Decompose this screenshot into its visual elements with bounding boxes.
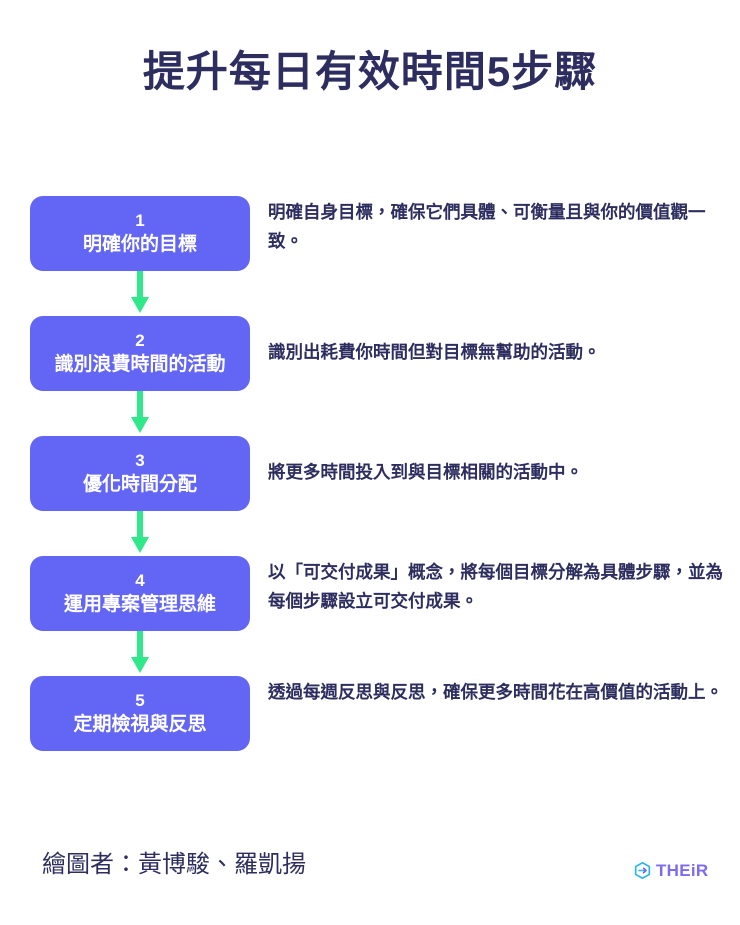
step-label: 識別浪費時間的活動 xyxy=(54,353,226,375)
brand-logo[interactable]: THEiR xyxy=(633,861,709,880)
step-flow: 1 明確你的目標 明確自身目標，確保它們具體、可衡量且與你的價值觀一致。 2 識… xyxy=(0,196,740,751)
step-row: 5 定期檢視與反思 透過每週反思與反思，確保更多時間花在高價值的活動上。 xyxy=(0,676,740,751)
step-description-1: 明確自身目標，確保它們具體、可衡量且與你的價值觀一致。 xyxy=(268,202,706,251)
step-box-2[interactable]: 2 識別浪費時間的活動 xyxy=(30,316,250,391)
step-label: 優化時間分配 xyxy=(82,473,197,495)
step-number: 4 xyxy=(135,570,145,590)
step-box-4[interactable]: 4 運用專案管理思維 xyxy=(30,556,250,631)
arrow-down-icon-4 xyxy=(130,631,150,676)
step-row: 2 識別浪費時間的活動 識別出耗費你時間但對目標無幫助的活動。 xyxy=(0,316,740,391)
step-row: 4 運用專案管理思維 以「可交付成果」概念，將每個目標分解為具體步驟，並為每個步… xyxy=(0,556,740,631)
step-row: 3 優化時間分配 將更多時間投入到與目標相關的活動中。 xyxy=(0,436,740,511)
credits-text: 繪圖者：黃博駿、羅凱揚 xyxy=(42,851,306,878)
connector-gap xyxy=(0,511,740,556)
brand-name: THEiR xyxy=(656,861,709,880)
step-description-2: 識別出耗費你時間但對目標無幫助的活動。 xyxy=(268,342,601,362)
step-row: 1 明確你的目標 明確自身目標，確保它們具體、可衡量且與你的價值觀一致。 xyxy=(0,196,740,271)
arrow-down-icon-2 xyxy=(130,391,150,436)
step-description-3: 將更多時間投入到與目標相關的活動中。 xyxy=(268,462,583,482)
hexagon-arrow-icon xyxy=(633,861,652,880)
step-label: 運用專案管理思維 xyxy=(63,593,216,615)
step-number: 2 xyxy=(135,330,145,350)
step-box-3[interactable]: 3 優化時間分配 xyxy=(30,436,250,511)
step-number: 3 xyxy=(135,450,145,470)
connector-gap xyxy=(0,271,740,316)
page-title: 提升每日有效時間5步驟 xyxy=(142,48,598,95)
step-label: 明確你的目標 xyxy=(82,233,197,255)
step-label: 定期檢視與反思 xyxy=(73,713,207,735)
arrow-down-icon-3 xyxy=(130,511,150,556)
connector-gap xyxy=(0,391,740,436)
step-description-4: 以「可交付成果」概念，將每個目標分解為具體步驟，並為每個步驟設立可交付成果。 xyxy=(268,562,723,611)
step-number: 5 xyxy=(135,690,145,710)
arrow-down-icon-1 xyxy=(130,271,150,316)
step-box-1[interactable]: 1 明確你的目標 xyxy=(30,196,250,271)
step-number: 1 xyxy=(135,210,145,230)
step-box-5[interactable]: 5 定期檢視與反思 xyxy=(30,676,250,751)
step-description-5: 透過每週反思與反思，確保更多時間花在高價值的活動上。 xyxy=(268,682,723,702)
connector-gap xyxy=(0,631,740,676)
